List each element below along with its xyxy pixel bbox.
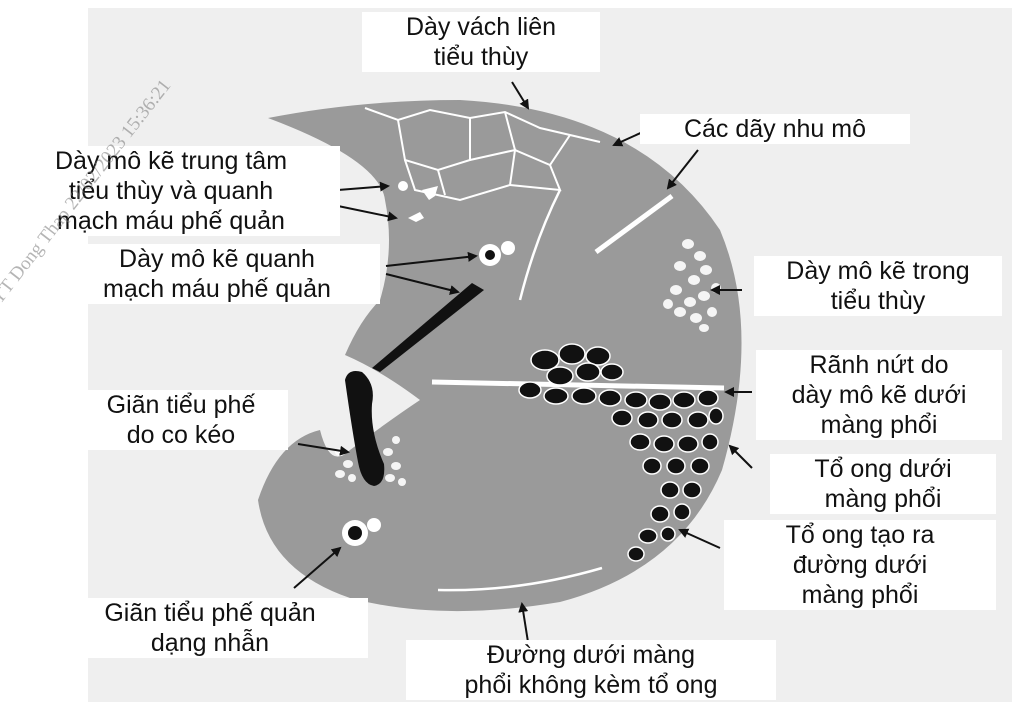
- label-peribronchovascular: Dày mô kẽ quanh mạch máu phế quản: [54, 244, 380, 304]
- label-subpleural-honeycomb: Tổ ong dưới màng phổi: [770, 454, 996, 514]
- label-intralobular: Dày mô kẽ trong tiểu thùy: [754, 256, 1002, 316]
- label-signet-ring: Giãn tiểu phế quản dạng nhẫn: [52, 598, 368, 658]
- label-traction-bronchiolectasis: Giãn tiểu phế do co kéo: [74, 390, 288, 450]
- label-parenchymal-bands: Các dãy nhu mô: [640, 114, 910, 144]
- label-subpleural-line: Đường dưới màng phổi không kèm tổ ong: [406, 640, 776, 700]
- label-honeycomb-line: Tổ ong tạo ra đường dưới màng phổi: [724, 520, 996, 610]
- label-fissure: Rãnh nứt do dày mô kẽ dưới màng phổi: [756, 350, 1002, 440]
- label-interlobular-septal: Dày vách liên tiểu thùy: [362, 12, 600, 72]
- label-centrilobular: Dày mô kẽ trung tâm tiểu thùy và quanh m…: [2, 146, 340, 236]
